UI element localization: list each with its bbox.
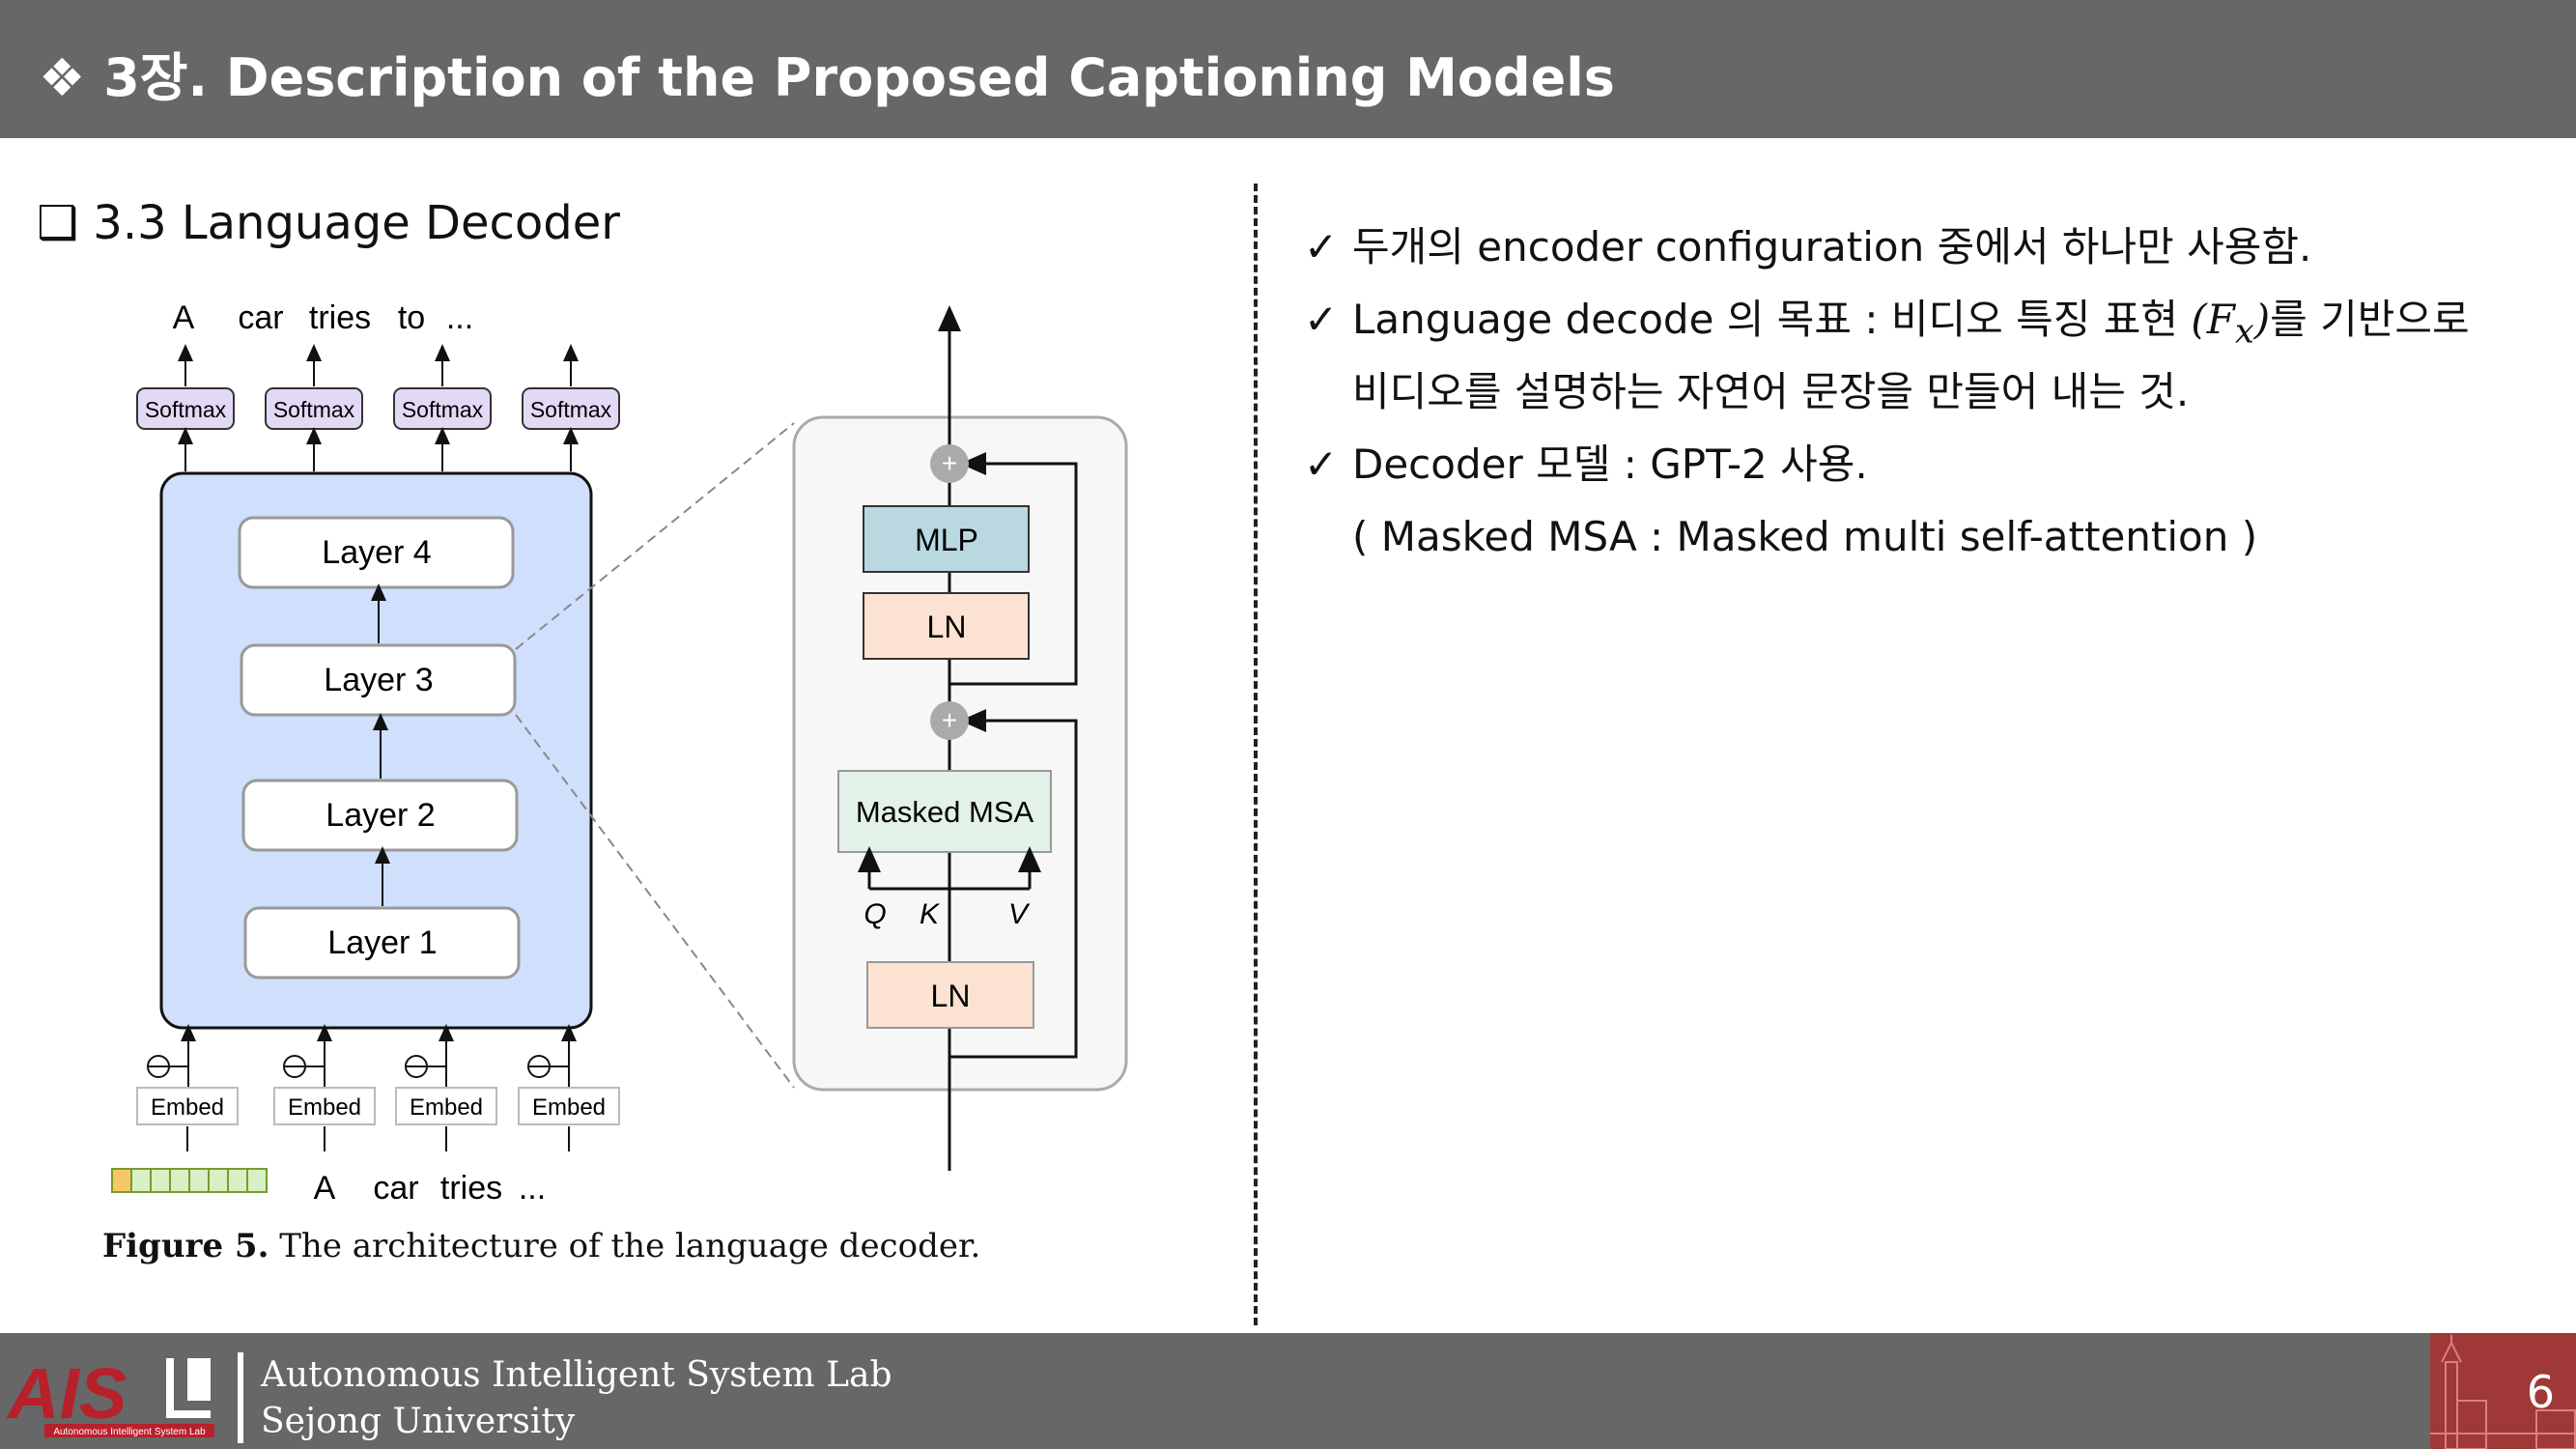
section-title: ❑ 3.3 Language Decoder xyxy=(37,196,621,250)
footer-separator xyxy=(238,1352,243,1443)
bullet-item: ✓ Decoder 모델 : GPT-2 사용. xyxy=(1304,428,2470,500)
v-label: V xyxy=(1008,898,1031,930)
svg-text:Layer 2: Layer 2 xyxy=(326,797,435,834)
bullet-text: 두개의 encoder configuration 중에서 하나만 사용함. xyxy=(1352,223,2312,270)
figure-caption-label: Figure 5. xyxy=(102,1227,269,1265)
embed-box: Embed xyxy=(518,1087,620,1125)
residual-add-node: + xyxy=(930,444,969,483)
check-icon: ✓ xyxy=(1304,223,1339,270)
input-token: A xyxy=(314,1170,336,1207)
svg-text:+: + xyxy=(942,705,957,735)
q-label: Q xyxy=(863,898,886,930)
output-token: ... xyxy=(446,299,473,336)
output-token: tries xyxy=(309,299,371,336)
svg-text:LN: LN xyxy=(931,979,971,1013)
residual-add-node: + xyxy=(930,701,969,740)
mlp-box: MLP xyxy=(863,505,1030,573)
layernorm-box: LN xyxy=(863,592,1030,660)
svg-text:Embed: Embed xyxy=(410,1094,483,1121)
campus-building-icon xyxy=(2430,1335,2576,1449)
slide-title: ❖ 3장. Description of the Proposed Captio… xyxy=(39,47,1615,108)
page-number-box: 6 xyxy=(2430,1333,2576,1449)
layer-box: Layer 2 xyxy=(241,779,519,852)
input-token: ... xyxy=(519,1170,546,1207)
masked-msa-box: Masked MSA xyxy=(837,770,1052,853)
layer-box: Layer 4 xyxy=(238,516,515,589)
bullet-item: ✓ Language decode 의 목표 : 비디오 특징 표현 (Fx)를 … xyxy=(1304,283,2470,355)
video-feature-strip xyxy=(111,1168,268,1193)
softmax-box: Softmax xyxy=(393,387,492,430)
output-token: car xyxy=(238,299,283,336)
bullet-item: ✓ 두개의 encoder configuration 중에서 하나만 사용함. xyxy=(1304,211,2470,283)
bullet-text: Language decode 의 목표 : 비디오 특징 표현 xyxy=(1352,296,2192,343)
output-token: A xyxy=(173,299,195,336)
decoder-architecture-figure: A car tries to ... Softmax Softmax Softm… xyxy=(111,299,1128,1207)
page-number: 6 xyxy=(2526,1366,2555,1418)
slide-header: ❖ 3장. Description of the Proposed Captio… xyxy=(0,0,2576,138)
svg-text:Softmax: Softmax xyxy=(530,397,612,422)
svg-text:AIS: AIS xyxy=(6,1354,127,1434)
bullet-text: Decoder 모델 : GPT-2 사용. xyxy=(1352,440,1868,488)
svg-text:+: + xyxy=(942,448,957,478)
input-token: car xyxy=(373,1170,418,1207)
svg-text:Embed: Embed xyxy=(288,1094,361,1121)
svg-text:MLP: MLP xyxy=(915,523,978,557)
embed-box: Embed xyxy=(136,1087,239,1125)
svg-text:LN: LN xyxy=(927,610,967,644)
check-icon: ✓ xyxy=(1304,440,1339,488)
bullet-list: ✓두개의 encoder configuration 중에서 하나만 사용함. … xyxy=(1304,211,2470,573)
svg-text:Embed: Embed xyxy=(151,1094,224,1121)
check-icon: ✓ xyxy=(1304,296,1339,343)
svg-text:Embed: Embed xyxy=(532,1094,606,1121)
figure-caption: Figure 5. The architecture of the langua… xyxy=(102,1227,980,1265)
embed-box: Embed xyxy=(273,1087,376,1125)
k-label: K xyxy=(920,898,941,930)
embed-input-arrows xyxy=(147,1024,577,1088)
column-divider xyxy=(1254,184,1258,1325)
bullet-note: ( Masked MSA : Masked multi self-attenti… xyxy=(1352,513,2258,560)
slide-footer: AIS Autonomous Intelligent System Lab Au… xyxy=(0,1333,2576,1449)
layernorm-box: LN xyxy=(866,961,1034,1029)
layer-box: Layer 3 xyxy=(240,643,517,717)
university-line: Sejong University xyxy=(261,1402,576,1441)
figure-caption-text: The architecture of the language decoder… xyxy=(269,1227,981,1265)
aisl-logo: AIS Autonomous Intelligent System Lab xyxy=(6,1354,214,1437)
decoder-stack xyxy=(159,471,593,1030)
bullet-continuation: 비디오를 설명하는 자연어 문장을 만들어 내는 것. xyxy=(1352,368,2190,415)
output-token: to xyxy=(398,299,425,336)
svg-text:Layer 3: Layer 3 xyxy=(324,662,433,698)
bullet-text: 를 기반으로 xyxy=(2270,296,2470,343)
transformer-block xyxy=(792,415,1128,1092)
input-token: tries xyxy=(440,1170,502,1207)
softmax-box: Softmax xyxy=(522,387,620,430)
softmax-box: Softmax xyxy=(136,387,235,430)
fx-symbol: (Fx) xyxy=(2191,296,2271,352)
svg-text:Layer 4: Layer 4 xyxy=(322,534,431,571)
svg-text:Masked MSA: Masked MSA xyxy=(856,795,1034,829)
svg-text:Layer 1: Layer 1 xyxy=(327,924,437,961)
layer-box: Layer 1 xyxy=(243,906,521,980)
lab-name: Autonomous Intelligent System Lab Sejong… xyxy=(261,1352,892,1445)
softmax-box: Softmax xyxy=(265,387,363,430)
svg-text:Softmax: Softmax xyxy=(273,397,355,422)
svg-text:Autonomous Intelligent System: Autonomous Intelligent System Lab xyxy=(53,1427,206,1437)
embed-box: Embed xyxy=(395,1087,497,1125)
svg-text:Softmax: Softmax xyxy=(402,397,484,422)
svg-text:Softmax: Softmax xyxy=(145,397,227,422)
lab-line: Autonomous Intelligent System Lab xyxy=(261,1355,892,1395)
